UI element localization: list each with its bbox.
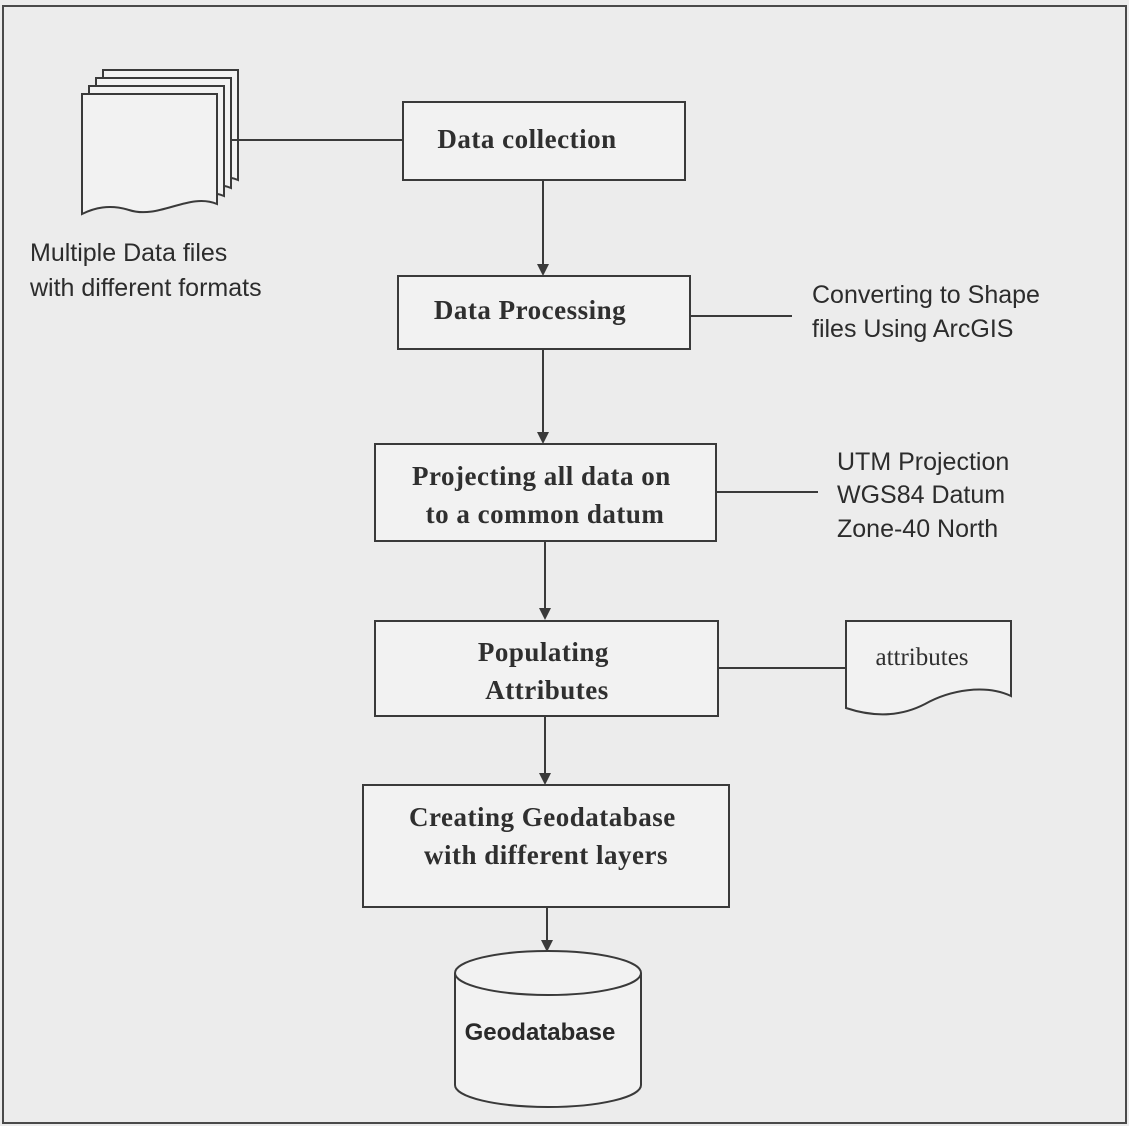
- attributes-label: attributes: [875, 644, 968, 671]
- projection-note-line-2: WGS84 Datum: [837, 481, 1005, 509]
- files-note-line-1: Multiple Data files: [30, 239, 227, 267]
- data-processing-label: Data Processing: [434, 295, 626, 325]
- database-cylinder-icon: [454, 950, 642, 1108]
- converting-note: Converting to Shape files Using ArcGIS: [812, 281, 1047, 343]
- populating-label: Populating Attributes: [478, 637, 616, 705]
- creating-label-line-2: with different layers: [424, 840, 668, 870]
- populating-label-line-2: Attributes: [485, 675, 608, 705]
- creating-geodatabase-label: Creating Geodatabase with different laye…: [409, 802, 683, 870]
- files-note-line-2: with different formats: [29, 274, 262, 302]
- converting-note-line-2: files Using ArcGIS: [812, 315, 1013, 343]
- projection-note-line-1: UTM Projection: [837, 448, 1009, 476]
- projection-note-line-3: Zone-40 North: [837, 515, 998, 543]
- data-processing-box: [397, 275, 691, 350]
- files-note: Multiple Data files with different forma…: [29, 239, 262, 302]
- projecting-box: [374, 443, 717, 542]
- data-collection-box: [402, 101, 686, 181]
- outer-frame: [2, 5, 1127, 1124]
- multiple-files-icon: [81, 69, 239, 216]
- creating-label-line-1: Creating Geodatabase: [409, 802, 676, 832]
- projecting-label-line-1: Projecting all data on: [412, 461, 671, 491]
- projecting-label: Projecting all data on to a common datum: [412, 461, 678, 529]
- data-collection-label: Data collection: [437, 124, 616, 154]
- projection-note: UTM Projection WGS84 Datum Zone-40 North: [837, 448, 1016, 543]
- converting-note-line-1: Converting to Shape: [812, 281, 1040, 309]
- populating-label-line-1: Populating: [478, 637, 609, 667]
- geodatabase-label: Geodatabase: [465, 1019, 616, 1046]
- projecting-label-line-2: to a common datum: [426, 499, 665, 529]
- attributes-document-icon: [845, 620, 1012, 716]
